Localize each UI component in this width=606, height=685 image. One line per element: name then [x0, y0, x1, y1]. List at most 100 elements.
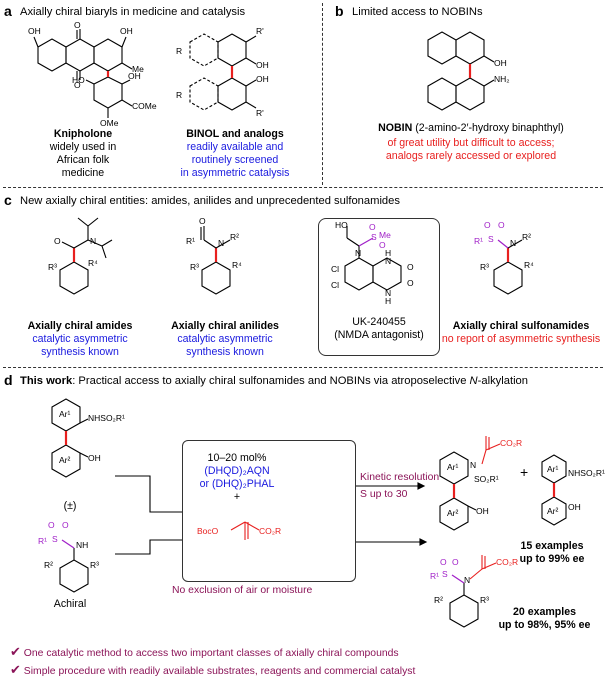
- product1-ee: up to 99% ee: [519, 553, 585, 565]
- svg-text:R': R': [256, 108, 264, 118]
- products-plus: +: [520, 464, 529, 480]
- amides-desc-1: catalytic asymmetric: [32, 333, 128, 345]
- svg-text:NHSO₂R¹: NHSO₂R¹: [568, 468, 605, 478]
- panel-b-letter: b: [335, 3, 344, 19]
- svg-text:R³: R³: [190, 262, 199, 272]
- svg-text:R⁴: R⁴: [232, 260, 242, 270]
- svg-text:O: O: [369, 222, 376, 232]
- catalyst-option-2: or (DHQ)₂PHAL: [199, 478, 275, 490]
- knipholone-desc-2: African folk: [56, 154, 110, 166]
- checkmark-icon: ✔: [10, 662, 21, 677]
- svg-text:OH: OH: [28, 26, 41, 36]
- svg-text:O: O: [74, 80, 81, 90]
- anilides-name: Axially chiral anilides: [171, 320, 279, 332]
- svg-text:O: O: [74, 20, 81, 30]
- panel-d-letter: d: [4, 372, 13, 388]
- svg-text:R³: R³: [90, 560, 99, 570]
- svg-text:Ar²: Ar²: [59, 455, 71, 465]
- amides-desc-2: synthesis known: [41, 346, 119, 358]
- bullet-1: ✔ One catalytic method to access two imp…: [10, 644, 399, 660]
- svg-text:Ar¹: Ar¹: [447, 462, 459, 472]
- svg-text:O: O: [440, 557, 447, 567]
- svg-text:H: H: [385, 296, 391, 306]
- svg-text:N: N: [355, 248, 361, 258]
- conditions-box: [182, 440, 356, 582]
- panel-d-title-rest: : Practical access to axially chiral sul…: [72, 375, 470, 387]
- racemic-label: (±): [63, 500, 77, 512]
- svg-text:R¹: R¹: [474, 236, 483, 246]
- svg-text:Cl: Cl: [331, 264, 339, 274]
- svg-text:R³: R³: [480, 262, 489, 272]
- svg-text:R⁴: R⁴: [524, 260, 534, 270]
- svg-text:S: S: [52, 534, 58, 544]
- binol-desc-3: in asymmetric catalysis: [180, 167, 290, 179]
- svg-text:N: N: [218, 238, 224, 248]
- svg-text:O: O: [199, 216, 206, 226]
- bullet-1-text: One catalytic method to access two impor…: [23, 648, 399, 659]
- svg-text:N: N: [90, 236, 96, 246]
- svg-text:N: N: [470, 460, 476, 470]
- svg-text:Me: Me: [379, 230, 391, 240]
- checkmark-icon: ✔: [10, 644, 21, 659]
- svg-text:NH: NH: [76, 540, 88, 550]
- sulfonamides-desc: no report of asymmetric synthesis: [441, 333, 601, 345]
- knipholone-name: Knipholone: [53, 128, 113, 140]
- nobin-full-name: (2-amino-2′-hydroxy binaphthyl): [415, 122, 564, 134]
- svg-text:O: O: [452, 557, 459, 567]
- panel-c-title: New axially chiral entities: amides, ani…: [20, 195, 400, 207]
- svg-text:O: O: [484, 220, 491, 230]
- svg-text:O: O: [379, 240, 386, 250]
- catalyst-option-1: (DHQD)₂AQN: [204, 465, 270, 477]
- divider-bc: [3, 187, 603, 188]
- svg-text:CO₂R: CO₂R: [259, 526, 281, 536]
- bullet-2: ✔ Simple procedure with readily availabl…: [10, 662, 415, 678]
- nobin-name: NOBIN: [378, 122, 413, 134]
- binol-name: BINOL and analogs: [186, 128, 284, 140]
- svg-text:N: N: [385, 288, 391, 298]
- svg-text:S: S: [488, 234, 494, 244]
- binol-desc-2: routinely screened: [191, 154, 279, 166]
- svg-text:R¹: R¹: [186, 236, 195, 246]
- svg-text:N: N: [464, 575, 470, 585]
- svg-text:O: O: [54, 236, 61, 246]
- svg-text:OH: OH: [476, 506, 489, 516]
- anilides-desc-2: synthesis known: [186, 346, 264, 358]
- svg-text:O: O: [62, 520, 69, 530]
- amides-name: Axially chiral amides: [27, 320, 133, 332]
- svg-text:Ar²: Ar²: [547, 506, 559, 516]
- panel-d-title-end: -alkylation: [477, 375, 529, 387]
- svg-text:OH: OH: [88, 453, 101, 463]
- panel-c-letter: c: [4, 192, 12, 208]
- svg-text:OMe: OMe: [100, 118, 119, 128]
- svg-text:Ar¹: Ar¹: [59, 409, 71, 419]
- bullet-2-text: Simple procedure with readily available …: [23, 666, 416, 677]
- knipholone-desc-3: medicine: [61, 167, 105, 179]
- svg-text:R⁴: R⁴: [88, 258, 98, 268]
- svg-text:O: O: [407, 278, 414, 288]
- svg-text:OH: OH: [128, 71, 141, 81]
- catalyst-loading: 10–20 mol%: [207, 452, 267, 464]
- svg-text:SO₂R¹: SO₂R¹: [474, 474, 499, 484]
- svg-text:OH: OH: [120, 26, 133, 36]
- svg-text:Me: Me: [132, 64, 144, 74]
- uk240455-box: [318, 218, 440, 356]
- svg-text:R²: R²: [44, 560, 53, 570]
- svg-text:S: S: [371, 232, 377, 242]
- svg-text:Ar¹: Ar¹: [547, 464, 559, 474]
- svg-text:R³: R³: [480, 595, 489, 605]
- svg-text:N: N: [510, 238, 516, 248]
- binol-desc-1: readily available and: [186, 141, 284, 153]
- panel-a-letter: a: [4, 3, 12, 19]
- nobin-desc-2: analogs rarely accessed or explored: [385, 150, 557, 162]
- svg-text:OH: OH: [494, 58, 507, 68]
- conditions-plus: +: [233, 491, 241, 503]
- svg-text:R¹: R¹: [38, 536, 47, 546]
